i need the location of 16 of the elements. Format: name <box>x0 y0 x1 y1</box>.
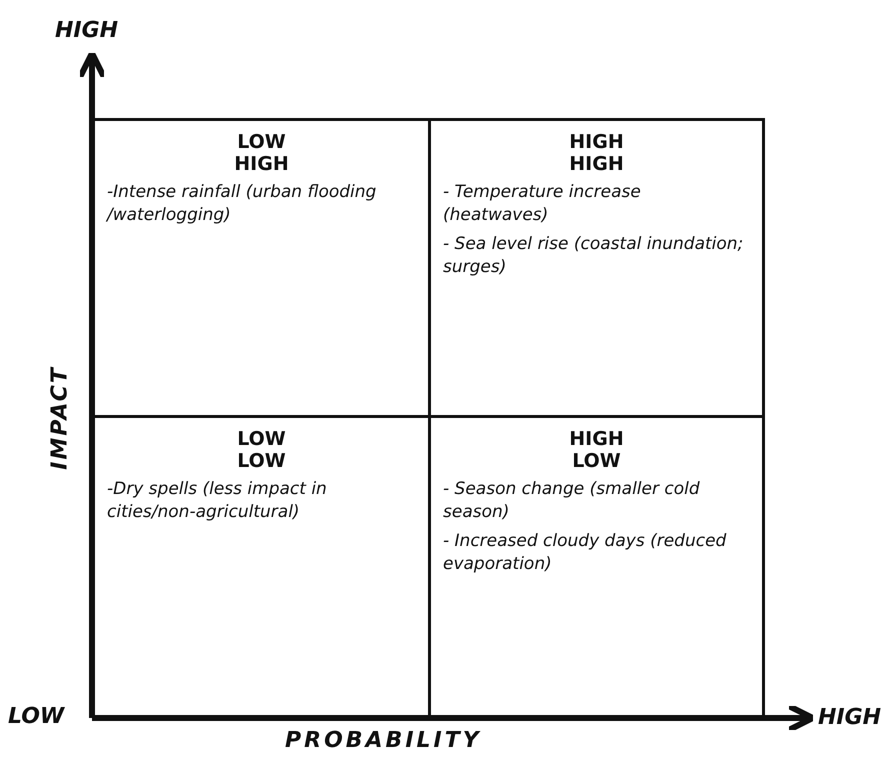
quadrant-box <box>428 118 765 418</box>
quadrant-heading: HIGH LOW <box>568 428 625 472</box>
quadrant-heading: LOW HIGH <box>233 131 290 175</box>
bullet-text: -Dry spells (less impact in cities/non-agricultural) <box>107 478 328 524</box>
bullet-text: - Increased cloudy days (reduced evaporation) <box>443 530 728 576</box>
bullet-text: - Sea level rise (coastal inundation; surges) <box>443 233 744 279</box>
axis-end-label: LOW <box>8 704 64 729</box>
axis-end-label: HIGH <box>818 705 882 730</box>
bullet-text: - Season change (smaller cold season) <box>443 478 701 524</box>
bullet-text: - Temperature increase (heatwaves) <box>443 181 642 227</box>
axis-end-label: HIGH <box>55 18 118 43</box>
axis-title: IMPACT <box>48 366 72 470</box>
quadrant-heading: LOW LOW <box>236 428 287 472</box>
quadrant-heading: HIGH HIGH <box>568 131 625 175</box>
axis-title: PROBABILITY <box>285 728 482 753</box>
bullet-text: -Intense rainfall (urban flooding /waterlogging) <box>107 181 378 227</box>
